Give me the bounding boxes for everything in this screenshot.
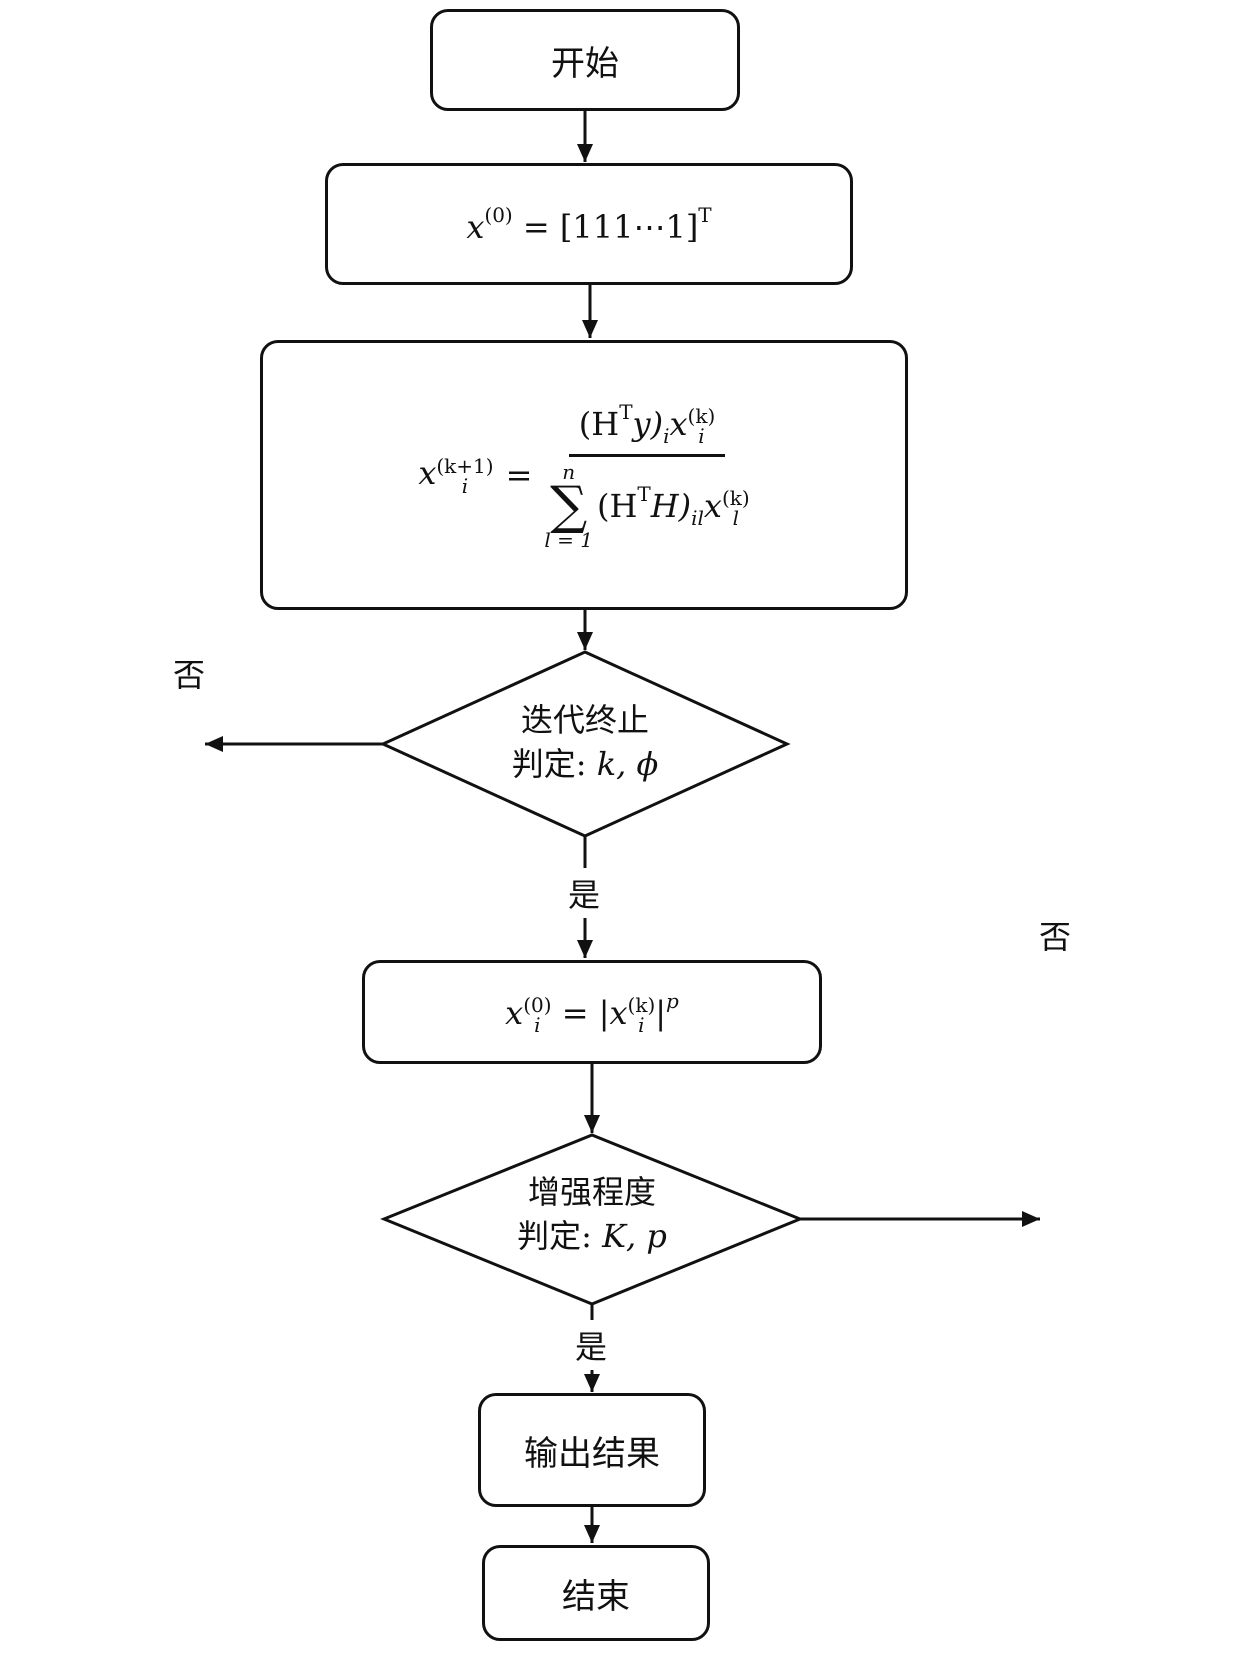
end-node: 结束	[482, 1545, 710, 1641]
decision1-text: 迭代终止 判定: k, ϕ	[445, 698, 725, 786]
decision1-line1: 迭代终止	[520, 701, 649, 739]
output-node: 输出结果	[478, 1393, 706, 1507]
no-label-1: 否	[173, 648, 206, 698]
update-node: x(k+1)i = (HTy)ix(k)i n ∑ l = 1 (HTH)ilx…	[260, 340, 908, 610]
start-node: 开始	[430, 9, 740, 111]
decision2-line1: 增强程度	[527, 1173, 656, 1211]
end-label: 结束	[562, 1576, 630, 1617]
start-label: 开始	[551, 43, 619, 84]
decision1-line2-cn: 判定:	[511, 745, 587, 783]
update-formula: x(k+1)i = (HTy)ix(k)i n ∑ l = 1 (HTH)ilx…	[418, 399, 750, 552]
decision2-line2-cn: 判定:	[517, 1217, 592, 1255]
decision2-text: 增强程度 判定: K, p	[452, 1170, 732, 1258]
output-label: 输出结果	[524, 1433, 660, 1474]
enhance-node: x(0)i = |x(k)i|p	[362, 960, 822, 1064]
no-label-2: 否	[1039, 910, 1072, 960]
init-formula: x(0) = [111⋯1]T	[466, 202, 712, 246]
enhance-formula: x(0)i = |x(k)i|p	[505, 988, 679, 1038]
decision2-line2-math: K, p	[602, 1217, 667, 1255]
yes-label-1: 是	[568, 868, 601, 918]
yes-label-2: 是	[575, 1320, 608, 1370]
decision1-line2-math: k, ϕ	[596, 745, 659, 783]
init-node: x(0) = [111⋯1]T	[325, 163, 853, 285]
summation-icon: n ∑ l = 1	[544, 459, 593, 552]
